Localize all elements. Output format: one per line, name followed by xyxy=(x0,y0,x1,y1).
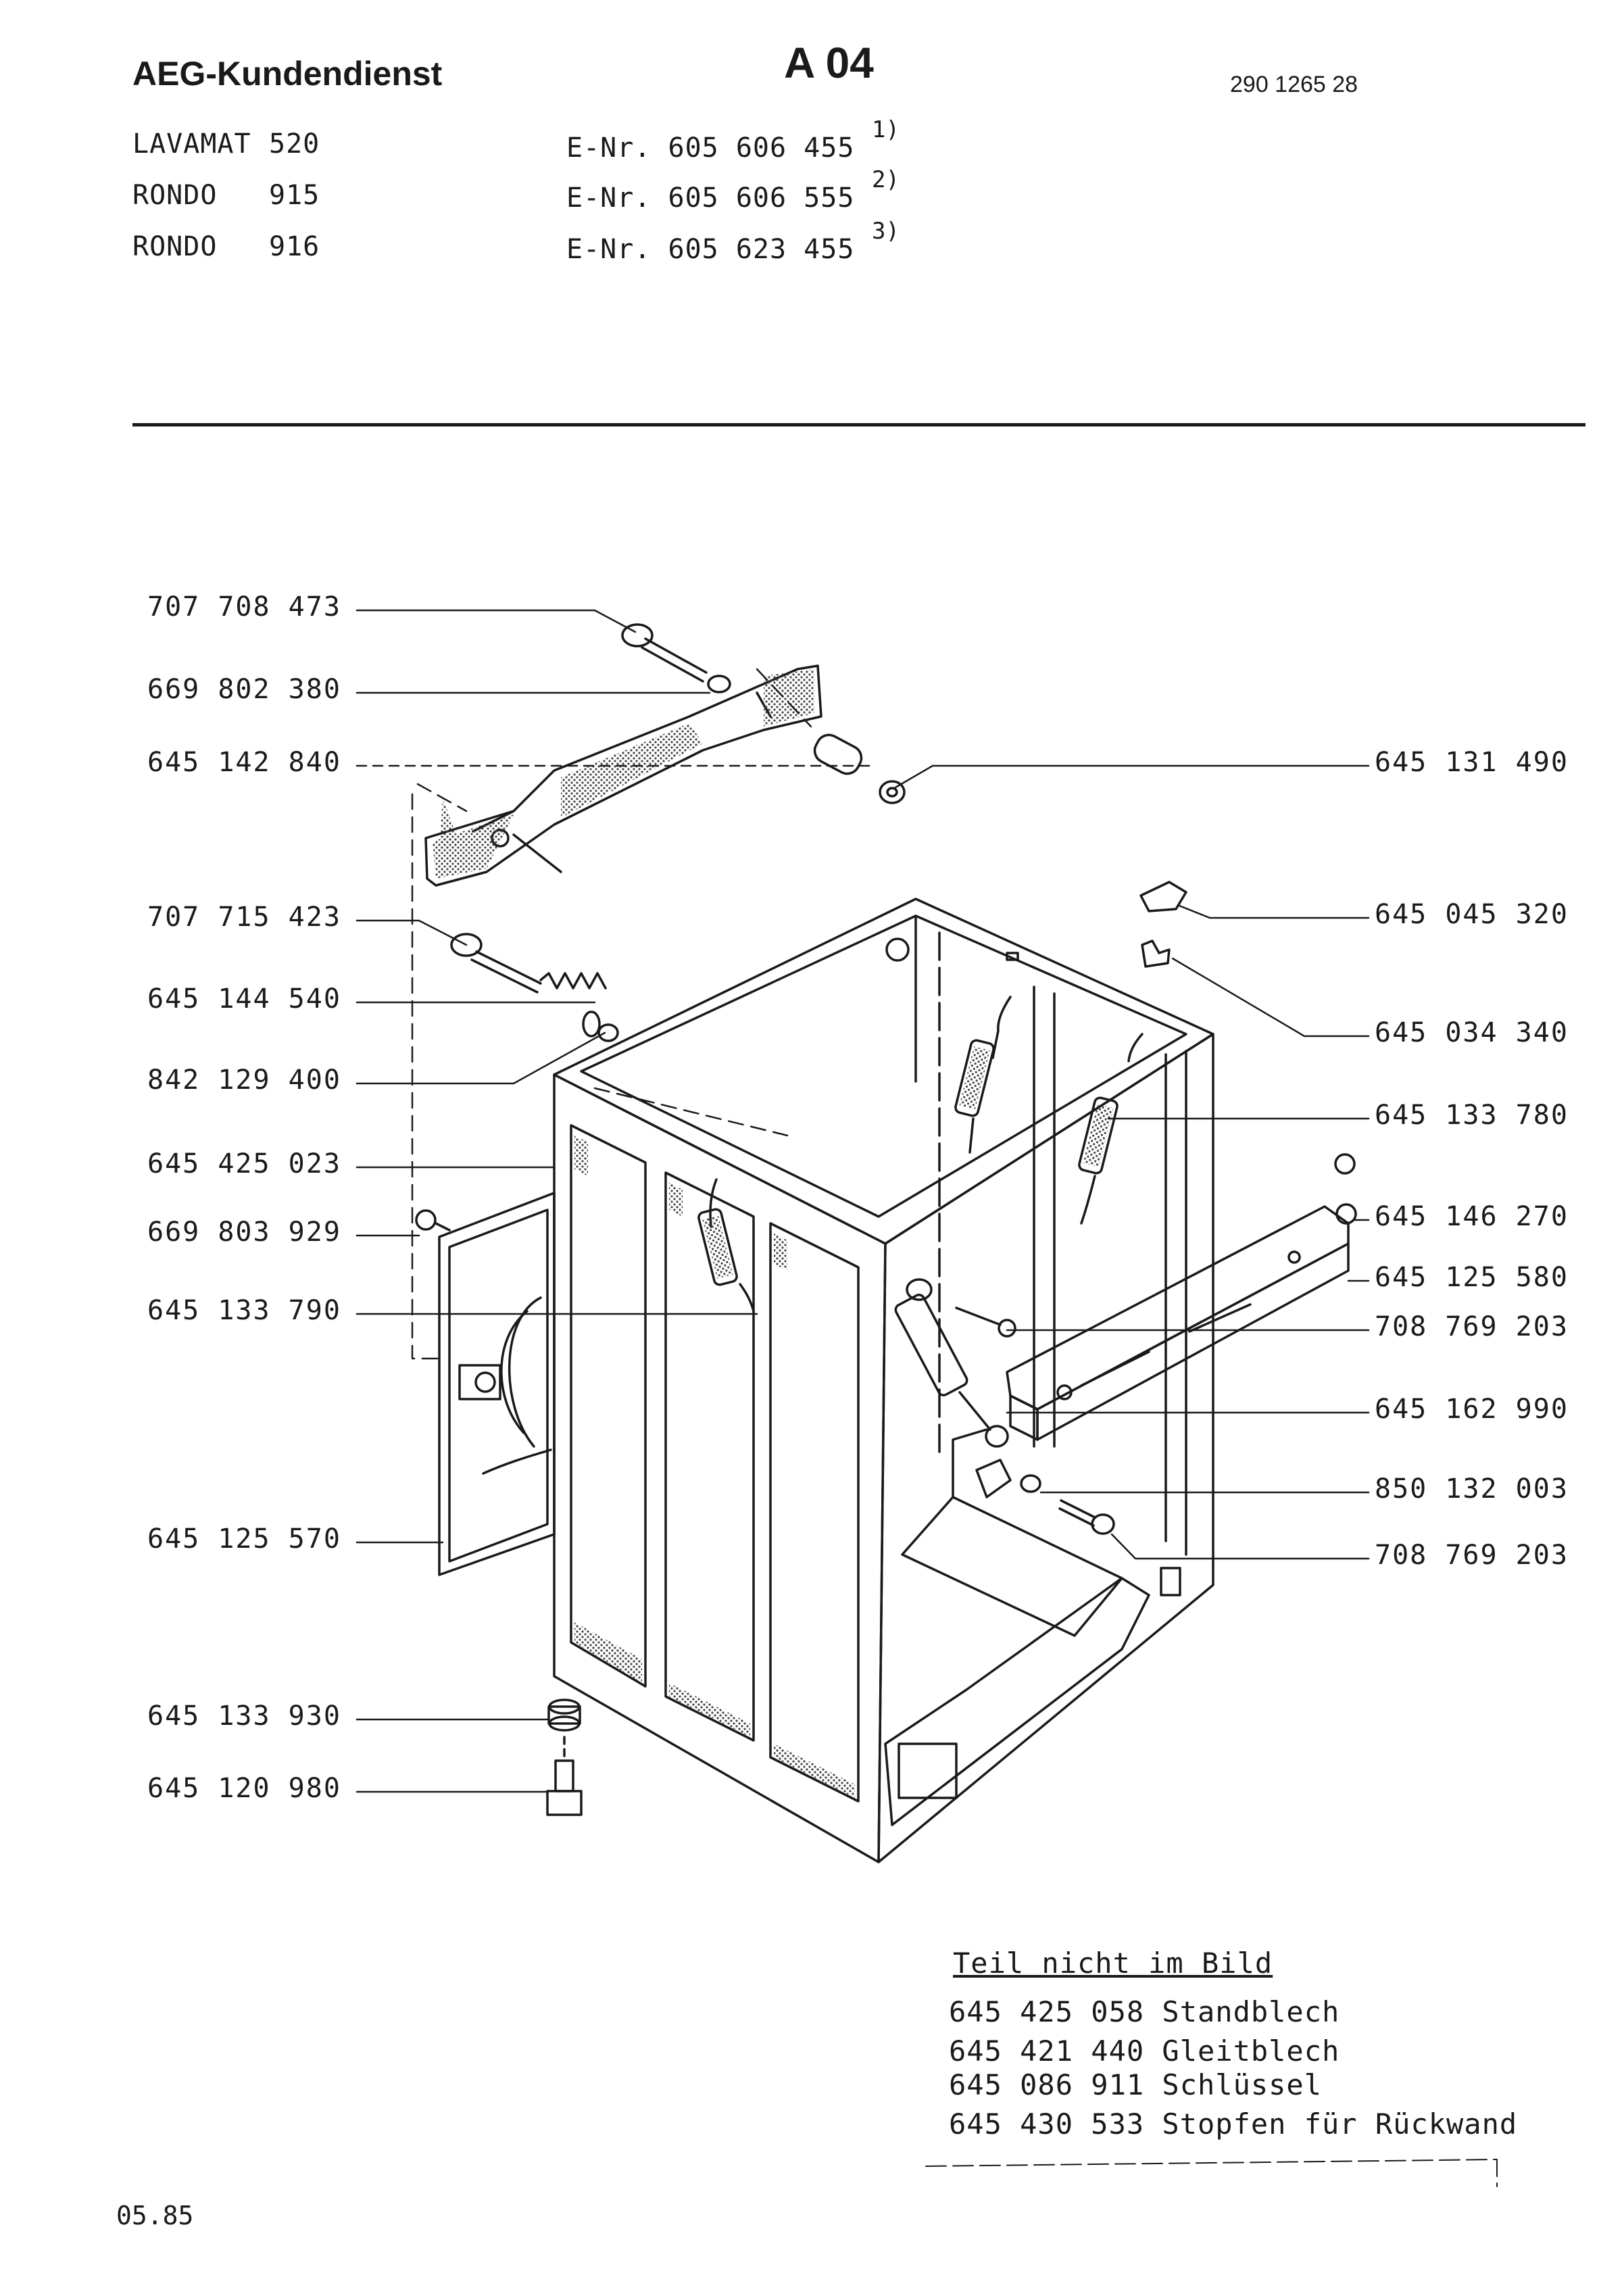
model-name: LAVAMAT xyxy=(132,128,251,160)
list-item: 645 425 058 Standblech xyxy=(949,1995,1340,2028)
part-number-label: 645 142 840 xyxy=(147,747,341,778)
assembly-guides xyxy=(411,668,812,1360)
washer-shape xyxy=(707,675,731,693)
part-number-label: 645 162 990 xyxy=(1375,1394,1569,1425)
shock-screw-upper xyxy=(955,1306,1016,1338)
brand-title: AEG-Kundendienst xyxy=(132,55,443,93)
part-number-label: 669 803 929 xyxy=(147,1217,341,1248)
part-number-label: 645 125 570 xyxy=(147,1523,341,1555)
control-panel-bracket xyxy=(1006,1205,1350,1441)
part-number-label: 645 146 270 xyxy=(1375,1201,1569,1232)
nut-shape xyxy=(1334,1153,1356,1175)
list-item: 645 086 911 Schlüssel xyxy=(949,2068,1323,2101)
footnote-marker: 1) xyxy=(872,116,900,143)
bushing xyxy=(813,733,906,804)
spring-shading xyxy=(439,798,1114,1279)
part-number-label: 645 425 023 xyxy=(147,1148,341,1179)
part-number-label: 645 144 540 xyxy=(147,983,341,1015)
part-number-label: 645 125 580 xyxy=(1375,1262,1569,1293)
lower-mount xyxy=(975,1459,1115,1535)
part-number-label: 645 133 790 xyxy=(147,1295,341,1326)
part-number-label: 707 715 423 xyxy=(147,902,341,933)
frame-panel-shading xyxy=(574,1135,855,1798)
model-number: 916 xyxy=(269,231,320,262)
leader-lines xyxy=(355,609,1370,1793)
part-number-label: 645 120 980 xyxy=(147,1773,341,1804)
part-number-label: 842 129 400 xyxy=(147,1065,341,1096)
part-number-label: 708 769 203 xyxy=(1375,1540,1569,1571)
model-number: 520 xyxy=(269,128,320,160)
sheet-id: A 04 xyxy=(784,39,874,87)
e-number: E-Nr. 605 606 555 xyxy=(566,182,855,214)
cabinet-frame xyxy=(553,898,1214,1863)
suspension-springs xyxy=(697,996,1144,1313)
traverse-shading xyxy=(433,669,814,879)
not-in-picture-title: Teil nicht im Bild xyxy=(953,1947,1273,1980)
list-item: 645 421 440 Gleitblech xyxy=(949,2034,1340,2068)
e-number: E-Nr. 605 606 455 xyxy=(566,132,855,164)
part-number-label: 645 133 930 xyxy=(147,1701,341,1732)
model-number: 915 xyxy=(269,180,320,211)
front-panel xyxy=(438,1192,556,1576)
list-item: 645 430 533 Stopfen für Rückwand xyxy=(949,2107,1518,2141)
model-name: RONDO xyxy=(132,180,218,211)
e-number: E-Nr. 605 623 455 xyxy=(566,234,855,265)
part-number-label: 645 045 320 xyxy=(1375,899,1569,930)
part-number-label: 669 802 380 xyxy=(147,674,341,705)
part-number-label: 707 708 473 xyxy=(147,591,341,622)
part-number-label: 708 769 203 xyxy=(1375,1311,1569,1342)
header-rule xyxy=(132,423,1586,426)
footnote-marker: 3) xyxy=(872,218,900,245)
document-number: 290 1265 28 xyxy=(1230,72,1358,97)
frame-clips xyxy=(1139,881,1187,968)
foot-parts xyxy=(546,1699,583,1816)
part-number-label: 645 133 780 xyxy=(1375,1100,1569,1131)
part-number-label: 645 131 490 xyxy=(1375,747,1569,778)
shock-absorber xyxy=(894,1278,1009,1448)
plug-part xyxy=(415,1209,451,1231)
nut-shape xyxy=(1335,1203,1357,1225)
list-frame xyxy=(925,2159,1498,2187)
traverse-screw xyxy=(621,623,708,683)
spring-bolt-assembly xyxy=(450,933,619,1042)
print-date: 05.85 xyxy=(116,2201,194,2230)
part-number-label: 645 034 340 xyxy=(1375,1017,1569,1048)
model-name: RONDO xyxy=(132,231,218,262)
part-number-label: 850 132 003 xyxy=(1375,1473,1569,1505)
footnote-marker: 2) xyxy=(872,166,900,193)
